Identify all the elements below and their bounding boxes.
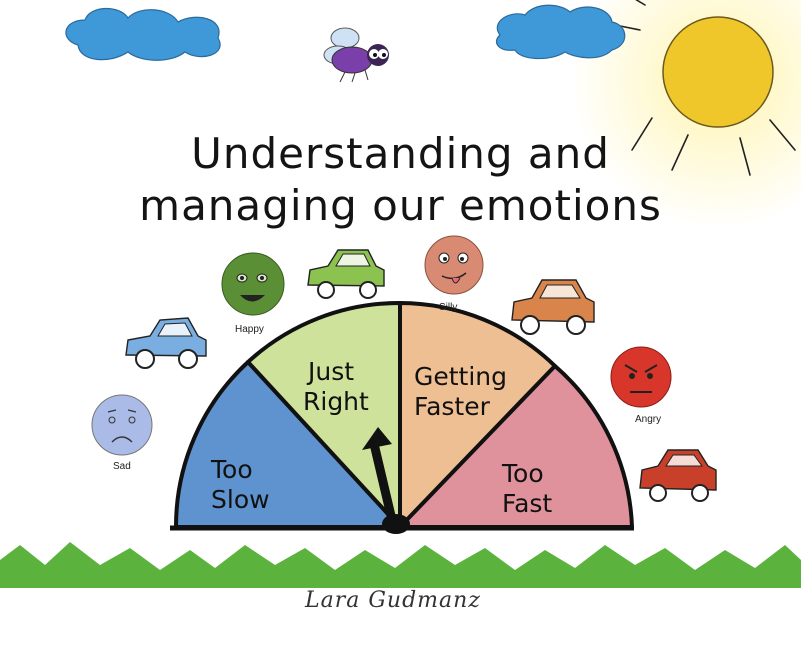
segment-too-slow-line2: Slow [211, 485, 270, 514]
page-title: Understanding and managing our emotions [0, 128, 801, 232]
segment-getting-faster-line2: Faster [414, 392, 491, 421]
segment-too-slow-line1: Too [210, 455, 253, 484]
red-car-icon [639, 449, 717, 502]
sad-label: Sad [113, 461, 131, 472]
silly-label: Silly [439, 302, 458, 313]
sun-icon [570, 0, 801, 230]
segment-too-slow [173, 360, 402, 529]
title-line-1: Understanding and [191, 129, 610, 178]
cloud-left-icon [65, 7, 221, 61]
segment-too-fast-line1: Too [501, 459, 544, 488]
green-car-icon [307, 249, 385, 299]
angry-label: Angry [635, 414, 662, 425]
segment-too-fast [398, 364, 634, 529]
segment-getting-faster [398, 301, 557, 529]
segment-just-right [246, 300, 402, 529]
needle-icon [362, 427, 410, 534]
cloud-right-icon [495, 4, 626, 60]
silly-face-icon [424, 235, 484, 295]
segment-too-fast-line2: Fast [502, 489, 552, 518]
angry-face-icon [610, 346, 672, 408]
happy-face-icon [221, 252, 285, 316]
blue-car-icon [125, 317, 207, 369]
segment-just-right-line2: Right [303, 387, 369, 416]
title-line-2: managing our emotions [139, 181, 662, 230]
emotion-meter: Too Slow Just Right Getting Faster Too F… [170, 300, 634, 534]
segment-just-right-line1: Just [306, 357, 354, 386]
segment-getting-faster-line1: Getting [414, 362, 507, 391]
grass-icon [0, 542, 801, 588]
artist-signature: Lara Gudmanz [305, 588, 481, 613]
happy-label: Happy [235, 324, 264, 335]
orange-car-icon [511, 279, 595, 335]
sad-face-icon [91, 394, 153, 456]
fly-icon [323, 27, 389, 83]
